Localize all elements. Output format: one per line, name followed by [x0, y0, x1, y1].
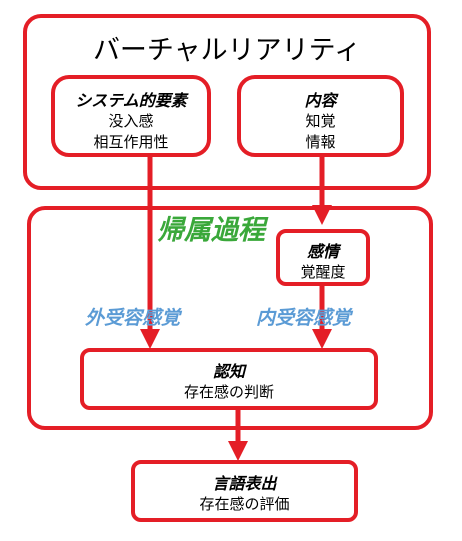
language-title: 言語表出: [212, 474, 277, 493]
emotion-line: 覚醒度: [300, 263, 346, 281]
belonging-title: 帰属過程: [157, 215, 265, 246]
content-line-information: 情報: [305, 133, 336, 151]
emotion-box: 感情 覚醒度: [276, 229, 370, 286]
system-line-immersion: 没入感: [108, 112, 154, 130]
content-title: 内容: [304, 91, 337, 110]
cognition-line: 存在感の判断: [183, 383, 274, 401]
language-box: 言語表出 存在感の評価: [131, 460, 358, 522]
cognition-box: 認知 存在感の判断: [80, 348, 378, 410]
content-line-perception: 知覚: [305, 112, 336, 130]
external-label: 外受容感覚: [85, 307, 181, 329]
internal-label: 内受容感覚: [256, 307, 352, 329]
vr-title: バーチャルリアリティ: [92, 35, 362, 66]
emotion-title: 感情: [306, 242, 339, 261]
system-title: システム的要素: [75, 91, 187, 110]
cognition-title: 認知: [212, 362, 245, 381]
system-line-interactivity: 相互作用性: [93, 133, 169, 151]
content-box: 内容 知覚 情報: [237, 75, 404, 157]
language-line: 存在感の評価: [199, 495, 290, 513]
system-box: システム的要素 没入感 相互作用性: [51, 75, 211, 157]
